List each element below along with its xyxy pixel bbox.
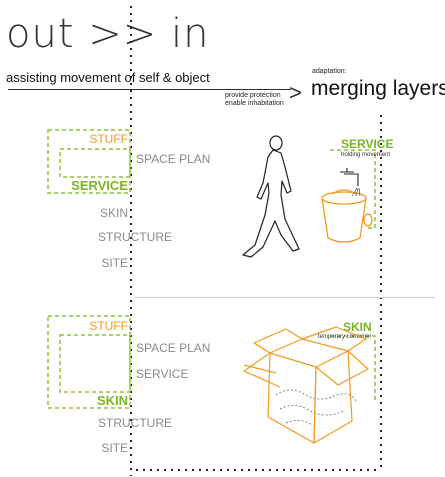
skin-caption-sub: temporary container — [318, 334, 372, 340]
layer-space-plan-bottom: SPACE PLAN — [136, 341, 211, 355]
stuff-service-box — [47, 129, 131, 194]
layer-stuff-top: STUFF — [89, 132, 128, 146]
merging-layers-heading: merging layers — [311, 77, 445, 100]
box-container-icon — [243, 326, 369, 444]
service-inner-box — [59, 148, 131, 178]
protect-note: provide protection enable inhabitation — [225, 92, 284, 108]
protect-line-1: provide protection — [225, 92, 281, 99]
layer-structure-bottom: STRUCTURE — [98, 416, 172, 430]
layer-stuff-bottom: STUFF — [89, 319, 128, 333]
walking-person-icon — [242, 135, 300, 258]
page-title: out >> in — [6, 11, 210, 57]
layer-structure-top: STRUCTURE — [98, 230, 172, 244]
stuff-skin-box — [47, 315, 131, 409]
skin-inner-box — [59, 334, 131, 393]
section-divider — [135, 297, 435, 298]
faucet-bucket-icon — [321, 168, 373, 243]
skin-bracket — [330, 335, 376, 400]
layer-service-bottom: SERVICE — [136, 367, 189, 381]
subtitle-rule — [8, 89, 291, 90]
layer-skin-top: SKIN — [99, 206, 128, 220]
adaptation-label: adaptation: — [312, 68, 347, 75]
layer-skin-bottom: SKIN — [96, 393, 128, 408]
layer-service-top: SERVICE — [71, 178, 128, 193]
layer-site-top: SITE — [101, 256, 128, 270]
skin-caption: SKIN — [343, 320, 372, 334]
layer-space-plan-top: SPACE PLAN — [136, 152, 211, 166]
service-bracket — [330, 149, 376, 229]
service-caption: SERVICE — [341, 137, 394, 151]
subtitle: assisting movement of self & object — [6, 70, 210, 85]
service-caption-sub: holding movement — [341, 152, 391, 158]
arrow-right-icon: > — [289, 80, 302, 105]
layer-site-bottom: SITE — [101, 441, 128, 455]
protect-line-2: enable inhabitation — [225, 100, 284, 107]
